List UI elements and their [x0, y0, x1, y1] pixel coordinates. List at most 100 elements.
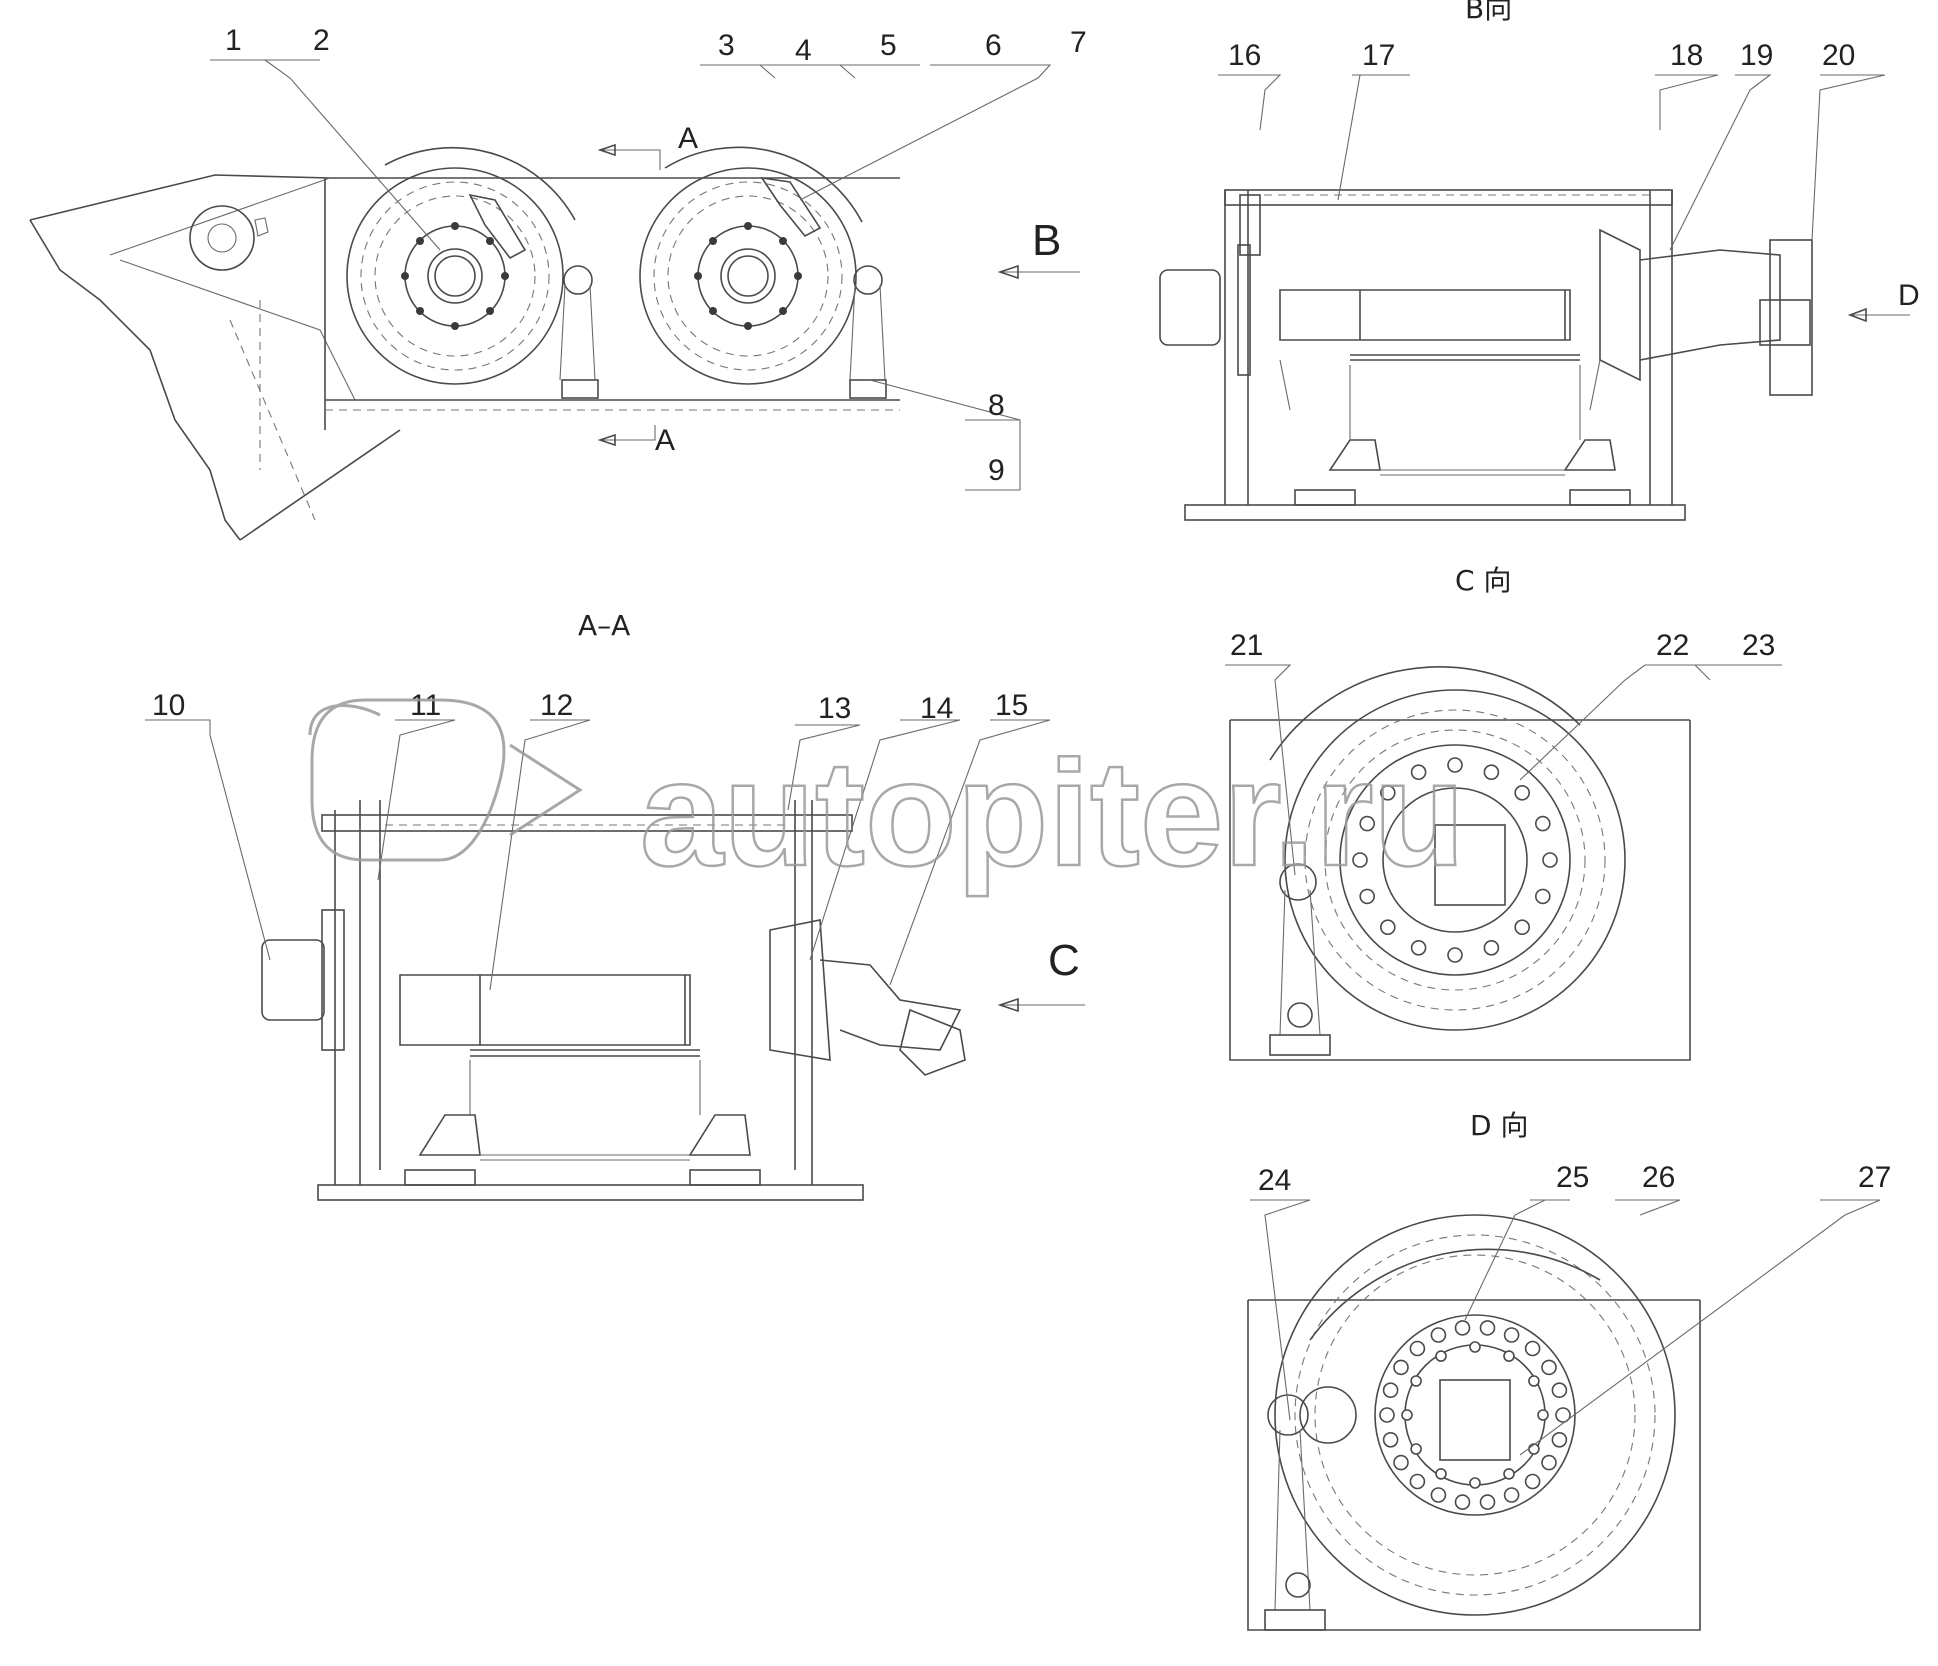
bolt: [1551, 1432, 1568, 1448]
bolt: [1382, 1382, 1399, 1398]
callout-25: 25: [1556, 1161, 1589, 1194]
bolt: [1555, 1407, 1571, 1423]
callout-4: 4: [795, 34, 812, 67]
callout-11: 11: [410, 689, 441, 722]
callout-10: 10: [152, 689, 185, 722]
view-marker-d: D: [1898, 279, 1920, 312]
bolt: [1535, 815, 1551, 832]
bolt: [1535, 888, 1551, 905]
bolt: [1454, 1494, 1471, 1510]
bolt: [1503, 1350, 1515, 1362]
bolt: [1435, 1350, 1447, 1362]
bolt: [1528, 1443, 1540, 1455]
bolt: [1409, 1340, 1426, 1357]
bolt: [1382, 1432, 1399, 1448]
section-aa-title: A–A: [578, 609, 630, 642]
callout-leaders-view-b: [1218, 74, 1886, 251]
callout-7: 7: [1070, 26, 1087, 59]
callout-leaders-front: [210, 59, 1052, 491]
callout-27: 27: [1858, 1161, 1891, 1194]
bolt: [1541, 1454, 1557, 1471]
bolt: [1359, 888, 1375, 905]
bolt: [1410, 764, 1427, 781]
bolt: [1503, 1327, 1520, 1343]
bolt: [1359, 815, 1375, 832]
view-c: C 向: [1229, 564, 1691, 1061]
front-view: A A B: [29, 122, 1080, 541]
callout-13: 13: [818, 692, 851, 725]
bolt: [1352, 852, 1368, 868]
c-bolt-circle: [1352, 757, 1558, 963]
watermark: autopiter.ru: [308, 698, 1466, 898]
bolt: [1454, 1320, 1471, 1336]
callout-leaders-section-aa: [145, 719, 1051, 991]
bolt: [1430, 1327, 1447, 1343]
callout-23: 23: [1742, 629, 1775, 662]
bolt: [1380, 919, 1396, 936]
bolt: [1401, 1409, 1413, 1421]
bolt: [1483, 764, 1500, 781]
bolt: [1514, 784, 1530, 801]
callout-12: 12: [540, 689, 573, 722]
callout-19: 19: [1740, 39, 1773, 72]
view-marker-b: B: [1032, 216, 1061, 265]
bolt: [1524, 1473, 1541, 1490]
callout-20: 20: [1822, 39, 1855, 72]
bolt: [1542, 852, 1558, 868]
bolt: [1430, 1487, 1447, 1503]
bolt: [1479, 1320, 1496, 1336]
bolt: [1393, 1359, 1409, 1376]
callout-17: 17: [1362, 39, 1395, 72]
callout-22: 22: [1656, 629, 1689, 662]
callout-leaders-view-d: [1250, 1199, 1881, 1456]
bolt: [1469, 1341, 1481, 1353]
bolt: [1393, 1454, 1409, 1471]
callout-9: 9: [988, 454, 1005, 487]
bolt: [1514, 919, 1530, 936]
view-b: B向 D: [1159, 0, 1920, 521]
bolt: [1410, 1443, 1422, 1455]
bolt: [1447, 757, 1463, 773]
bolt: [1479, 1494, 1496, 1510]
bolt: [1410, 939, 1427, 956]
callout-3: 3: [718, 29, 735, 62]
bolt: [1528, 1375, 1540, 1387]
watermark-text: autopiter.ru: [640, 729, 1465, 897]
bolt: [1541, 1359, 1557, 1376]
section-marker-a-bottom: A: [655, 424, 675, 457]
section-marker-a-top: A: [678, 122, 698, 155]
bolt: [1524, 1340, 1541, 1357]
view-d: D 向: [1247, 1109, 1701, 1631]
bolt: [1503, 1487, 1520, 1503]
view-c-title: C 向: [1455, 564, 1511, 597]
section-aa-view: A–A C: [261, 609, 1085, 1201]
view-d-title: D 向: [1470, 1109, 1528, 1142]
callout-15: 15: [995, 689, 1028, 722]
bolt: [1537, 1409, 1549, 1421]
bolt: [1503, 1468, 1515, 1480]
callout-16: 16: [1228, 39, 1261, 72]
d-bolt-circle: [1379, 1320, 1571, 1510]
callout-numbers: 1 2 3 4 5 6 7 8 9 10 11 12 13 14 15 16 1…: [152, 24, 1891, 1197]
bolt: [1469, 1477, 1481, 1489]
callout-8: 8: [988, 389, 1005, 422]
bolt: [1380, 784, 1396, 801]
callout-18: 18: [1670, 39, 1703, 72]
callout-6: 6: [985, 29, 1002, 62]
bolt: [1551, 1382, 1568, 1398]
callout-2: 2: [313, 24, 330, 57]
callout-24: 24: [1258, 1164, 1291, 1197]
bolt: [1379, 1407, 1395, 1423]
callout-leaders-view-c: [1225, 664, 1782, 876]
callout-5: 5: [880, 29, 897, 62]
callout-21: 21: [1230, 629, 1263, 662]
bolt: [1447, 947, 1463, 963]
callout-1: 1: [225, 24, 242, 57]
view-b-title: B向: [1465, 0, 1512, 25]
bolt: [1410, 1375, 1422, 1387]
callout-14: 14: [920, 692, 953, 725]
bolt: [1409, 1473, 1426, 1490]
bolt: [1435, 1468, 1447, 1480]
view-marker-c: C: [1048, 936, 1080, 985]
